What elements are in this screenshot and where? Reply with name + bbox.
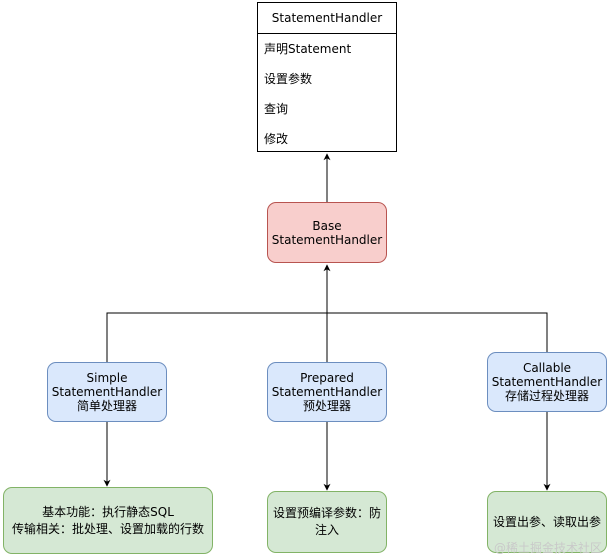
callable-handler-note[interactable]: 设置出参、读取出参 xyxy=(487,491,607,553)
node-label-line: Simple xyxy=(86,371,128,385)
method-set-parameters: 设置参数 xyxy=(264,72,313,86)
prepared-handler-note[interactable]: 设置预编译参数：防 注入 xyxy=(267,491,387,553)
method-query: 查询 xyxy=(264,102,289,116)
node-label-line: StatementHandler xyxy=(51,385,163,399)
method-update: 修改 xyxy=(264,132,289,146)
prepared-statement-handler-node[interactable]: Prepared StatementHandler 预处理器 xyxy=(267,362,387,422)
note-line: 基本功能：执行静态SQL xyxy=(42,504,174,519)
node-label-line: StatementHandler xyxy=(491,375,603,389)
simple-handler-note[interactable]: 基本功能：执行静态SQL 传输相关：批处理、设置加载的行数 xyxy=(3,487,213,554)
base-statement-handler-node[interactable]: Base StatementHandler xyxy=(267,202,387,263)
method-declare-statement: 声明Statement xyxy=(264,42,352,56)
note-line: 注入 xyxy=(314,523,339,537)
node-label-line: StatementHandler xyxy=(271,232,383,247)
edge-simple-to-base xyxy=(106,312,327,362)
node-label-line: 预处理器 xyxy=(302,399,351,413)
note-line: 设置出参、读取出参 xyxy=(492,515,601,529)
statement-handler-interface[interactable]: StatementHandler 声明Statement 设置参数 查询 修改 xyxy=(257,2,397,152)
note-line: 设置预编译参数：防 xyxy=(272,506,381,520)
node-label-line: 简单处理器 xyxy=(76,399,137,413)
watermark: @稀土掘金技术社区 xyxy=(493,541,602,555)
node-label-line: StatementHandler xyxy=(271,385,383,399)
node-label-line: Base xyxy=(312,218,342,233)
note-line: 传输相关：批处理、设置加载的行数 xyxy=(11,521,204,536)
node-label-line: Prepared xyxy=(300,371,354,385)
edge-callable-to-base xyxy=(327,312,548,352)
simple-statement-handler-node[interactable]: Simple StatementHandler 简单处理器 xyxy=(47,362,167,422)
interface-title: StatementHandler xyxy=(258,3,396,34)
callable-statement-handler-node[interactable]: Callable StatementHandler 存储过程处理器 xyxy=(487,352,607,412)
node-label-line: 存储过程处理器 xyxy=(504,389,589,403)
node-label-line: Callable xyxy=(522,361,572,375)
